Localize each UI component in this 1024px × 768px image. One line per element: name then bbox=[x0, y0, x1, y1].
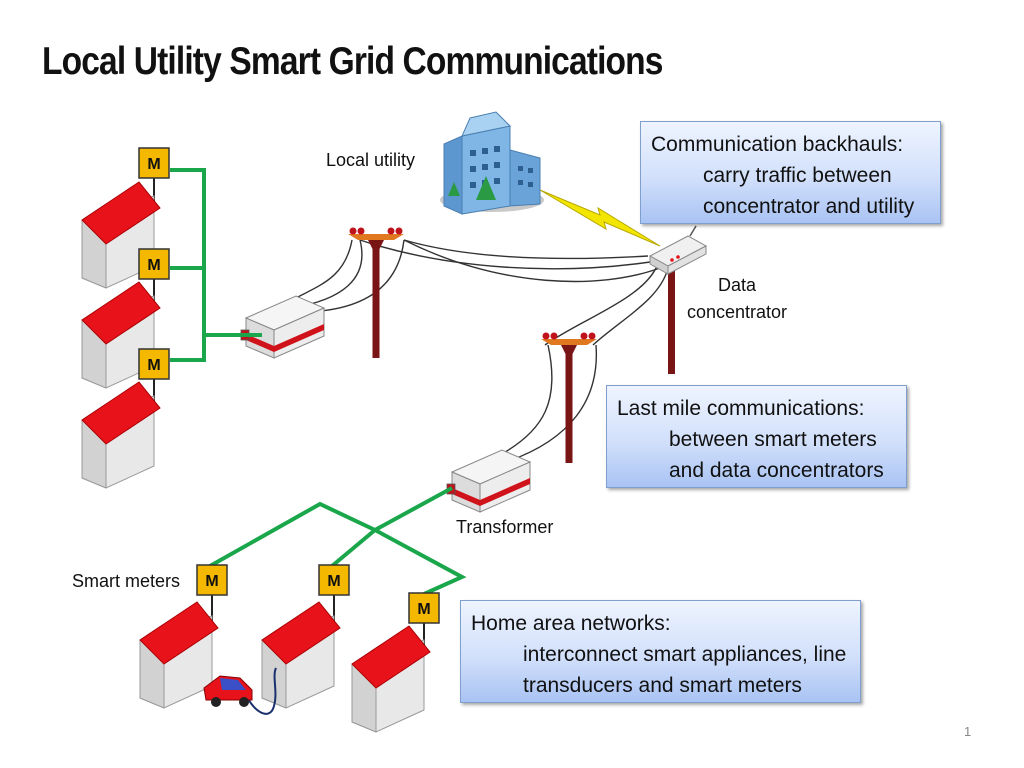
smart-meter-icon bbox=[138, 147, 170, 179]
smart-meter-icon bbox=[138, 248, 170, 280]
home-area-line-1: interconnect smart appliances, line bbox=[523, 643, 847, 666]
smart-meter-icon bbox=[196, 564, 228, 596]
smart-meter-icon bbox=[138, 348, 170, 380]
home-area-line-2: transducers and smart meters bbox=[523, 674, 802, 697]
utility-pole-1 bbox=[348, 227, 404, 358]
backhaul-callout: Communication backhauls: carry traffic b… bbox=[640, 121, 941, 224]
electric-car-icon bbox=[203, 675, 253, 707]
backhaul-line-2: concentrator and utility bbox=[703, 195, 915, 218]
smart-meters-label: Smart meters bbox=[72, 571, 181, 591]
upper-transformer-icon bbox=[240, 295, 325, 359]
utility-building-icon bbox=[440, 111, 544, 215]
house-bottom-2 bbox=[261, 601, 341, 709]
bottom-meter-network bbox=[209, 486, 467, 596]
charging-cable bbox=[243, 667, 277, 715]
data-concentrator-icon bbox=[648, 225, 708, 275]
concentrator-pole bbox=[668, 262, 675, 374]
last-mile-line-2: and data concentrators bbox=[669, 459, 884, 482]
house-bottom-3 bbox=[351, 625, 431, 733]
last-mile-heading: Last mile communications: bbox=[617, 397, 865, 420]
smart-meter-icon bbox=[318, 564, 350, 596]
left-meter-network bbox=[170, 168, 262, 362]
home-area-heading: Home area networks: bbox=[471, 612, 671, 635]
transformer-icon bbox=[446, 449, 531, 513]
page-number: 1 bbox=[964, 724, 972, 739]
house-left-3 bbox=[81, 381, 161, 489]
backhaul-heading: Communication backhauls: bbox=[651, 133, 904, 156]
last-mile-line-1: between smart meters bbox=[669, 428, 877, 451]
smart-meter-icon bbox=[408, 592, 440, 624]
backhaul-line-1: carry traffic between bbox=[703, 164, 892, 187]
local-utility-label: Local utility bbox=[326, 150, 416, 170]
data-concentrator-label: Data concentrator bbox=[686, 275, 788, 322]
transformer-label: Transformer bbox=[456, 517, 554, 537]
home-area-callout: Home area networks: interconnect smart a… bbox=[460, 600, 861, 703]
slide-title: Local Utility Smart Grid Communications bbox=[42, 40, 663, 83]
last-mile-callout: Last mile communications: between smart … bbox=[606, 385, 907, 488]
lightning-bolt-icon bbox=[539, 189, 661, 247]
